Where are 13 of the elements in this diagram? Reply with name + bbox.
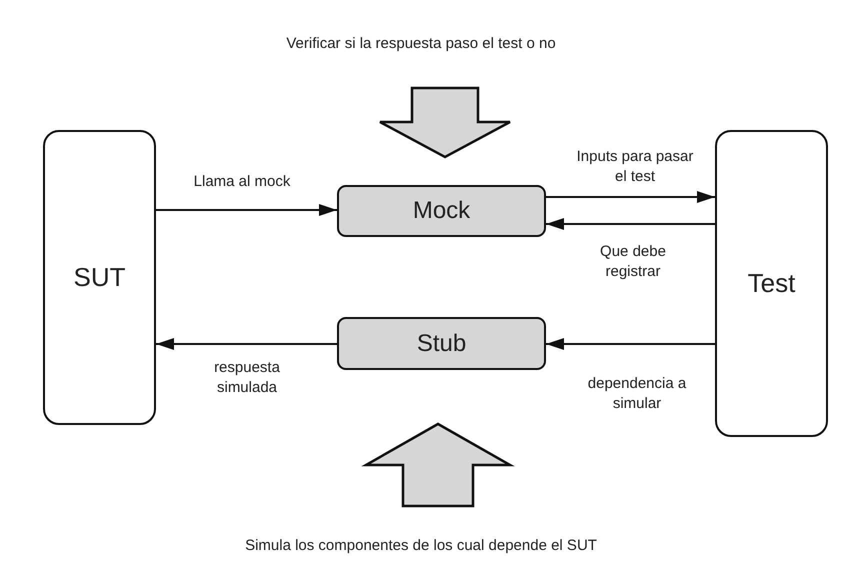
block-arrow	[361, 422, 515, 508]
block-arrow	[378, 86, 512, 158]
component-box: Test	[715, 130, 828, 437]
arrow	[156, 338, 337, 350]
process-box: Mock	[337, 185, 546, 237]
arrow	[156, 204, 337, 216]
arrow	[546, 218, 715, 230]
caption-text: Simula los componentes de los cual depende el SUT	[130, 532, 712, 558]
arrow	[546, 191, 715, 203]
process-box: Stub	[337, 317, 546, 370]
component-box: SUT	[43, 130, 156, 425]
arrow	[546, 338, 715, 350]
heading-text: Verificar si la respuesta paso el test o no	[180, 30, 662, 56]
